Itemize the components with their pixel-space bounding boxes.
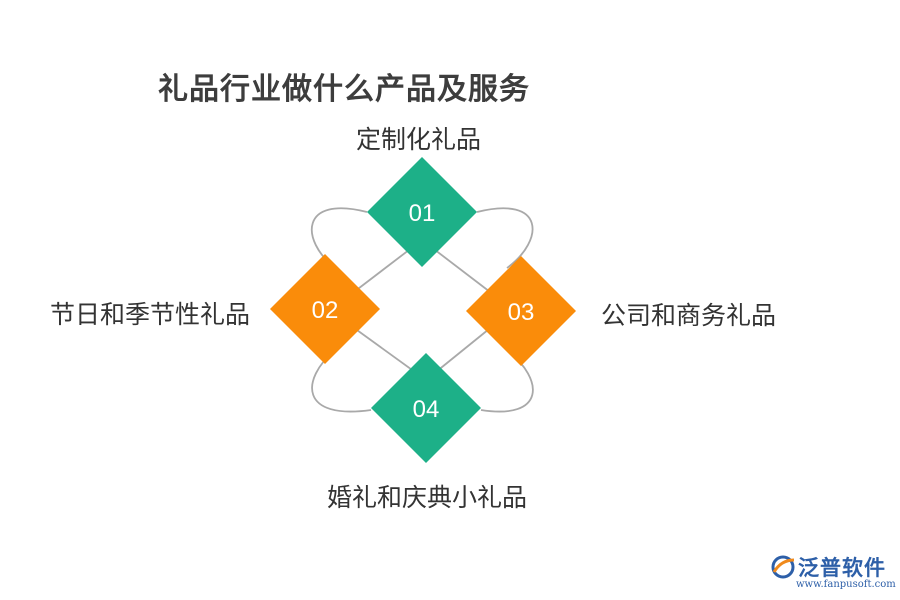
- diamond-04-number: 04: [413, 396, 440, 423]
- diamond-02-number: 02: [312, 297, 339, 324]
- label-wedding-gifts: 婚礼和庆典小礼品: [327, 483, 528, 512]
- diamond-01-number: 01: [409, 200, 436, 227]
- label-holiday-gifts: 节日和季节性礼品: [50, 300, 251, 329]
- logo-url: www.fanpusoft.com: [796, 579, 896, 590]
- diamond-03-number: 03: [508, 299, 535, 326]
- logo-mark-icon: [771, 555, 795, 579]
- diamond-02-shape: [270, 254, 380, 364]
- diamond-02: 02: [270, 254, 380, 364]
- label-business-gifts: 公司和商务礼品: [601, 301, 777, 330]
- diamond-03-shape: [466, 256, 576, 366]
- brand-logo: 泛普软件 www.fanpusoft.com: [770, 552, 896, 596]
- diamond-01-shape: [367, 157, 477, 267]
- diamond-04-shape: [371, 353, 481, 463]
- diamond-03: 03: [466, 256, 576, 366]
- diamond-04: 04: [371, 353, 481, 463]
- page-title: 礼品行业做什么产品及服务: [158, 72, 530, 107]
- label-custom-gifts: 定制化礼品: [356, 125, 482, 154]
- logo-name: 泛普软件: [798, 556, 886, 580]
- connector-loop-top-right: [476, 207, 534, 269]
- diamond-01: 01: [367, 157, 477, 267]
